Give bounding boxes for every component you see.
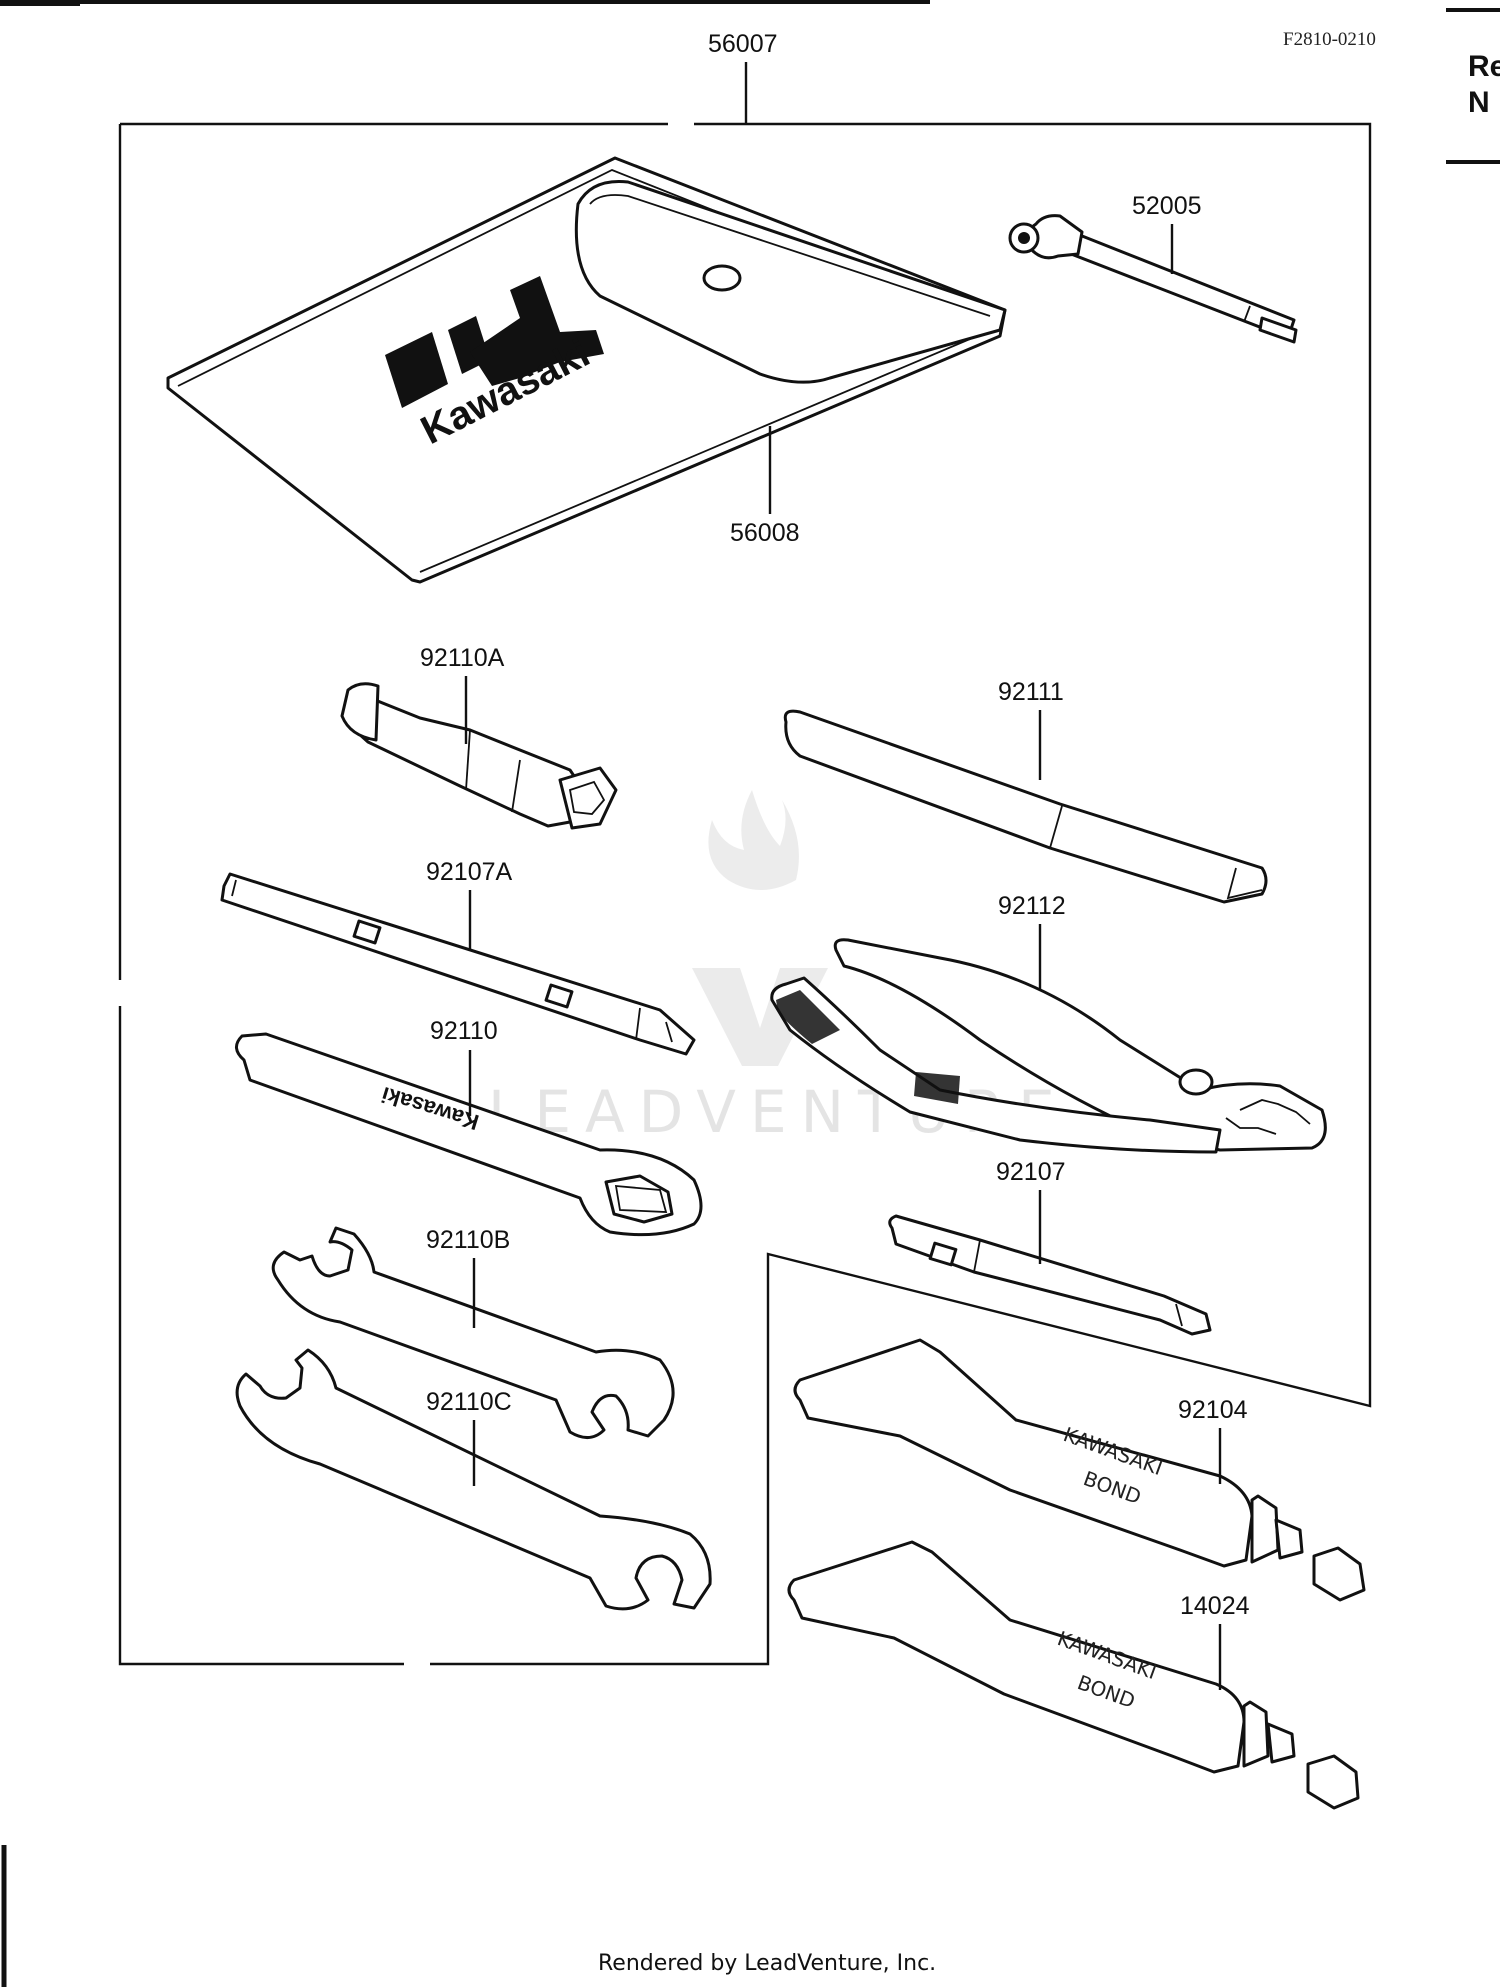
callout-92112[interactable]: 92112: [998, 892, 1066, 990]
screwdriver-flat-illustration: [220, 872, 696, 1056]
bond-tube-lower-illustration: KAWASAKI BOND: [787, 1540, 1360, 1810]
pliers-illustration: [770, 938, 1327, 1154]
open-end-wrench-small-illustration: [271, 1226, 675, 1439]
callout-56008[interactable]: 56008: [730, 426, 800, 547]
part-label-92110C[interactable]: 92110C: [426, 1388, 512, 1416]
callout-92110B[interactable]: 92110B: [426, 1226, 510, 1328]
callout-92107[interactable]: 92107: [996, 1158, 1066, 1264]
part-label-92111[interactable]: 92111: [998, 678, 1064, 706]
screwdriver-phillips-illustration: [888, 1214, 1212, 1336]
callout-92110[interactable]: 92110: [430, 1017, 498, 1116]
part-label-92110A[interactable]: 92110A: [420, 644, 505, 672]
top-edge-mark: [0, 0, 80, 6]
kit-frame: [118, 122, 1372, 1666]
part-label-92110B[interactable]: 92110B: [426, 1226, 510, 1254]
part-label-92110[interactable]: 92110: [430, 1017, 498, 1045]
callout-92110A[interactable]: 92110A: [420, 644, 505, 744]
callout-52005[interactable]: 52005: [1132, 192, 1202, 274]
bond-tube-upper-illustration: KAWASAKI BOND: [793, 1338, 1366, 1602]
side-label-line2: N: [1468, 86, 1490, 119]
callout-92104[interactable]: 92104: [1178, 1396, 1248, 1484]
part-label-92107[interactable]: 92107: [996, 1158, 1066, 1186]
tool-pouch-illustration: Kawasaki: [166, 156, 1007, 584]
handle-bar-illustration: [783, 709, 1268, 904]
callout-14024[interactable]: 14024: [1180, 1592, 1250, 1690]
callout-56007[interactable]: 56007: [708, 30, 778, 124]
part-label-56007[interactable]: 56007: [708, 30, 778, 58]
reference-code: F2810-0210: [1283, 29, 1376, 50]
callout-92111[interactable]: 92111: [998, 678, 1064, 780]
part-label-92107A[interactable]: 92107A: [426, 858, 513, 886]
part-label-14024[interactable]: 14024: [1180, 1592, 1250, 1620]
part-label-56008[interactable]: 56008: [730, 519, 800, 547]
socket-wrench-illustration: [340, 682, 618, 830]
part-label-92104[interactable]: 92104: [1178, 1396, 1248, 1424]
callout-92107A[interactable]: 92107A: [426, 858, 513, 950]
part-label-52005[interactable]: 52005: [1132, 192, 1202, 220]
footer-credit: Rendered by LeadVenture, Inc.: [598, 1951, 936, 1976]
callout-92110C[interactable]: 92110C: [426, 1388, 512, 1486]
part-label-92112[interactable]: 92112: [998, 892, 1066, 920]
spoke-wrench-illustration: [1008, 214, 1298, 344]
side-label-line1: Re: [1468, 50, 1500, 83]
